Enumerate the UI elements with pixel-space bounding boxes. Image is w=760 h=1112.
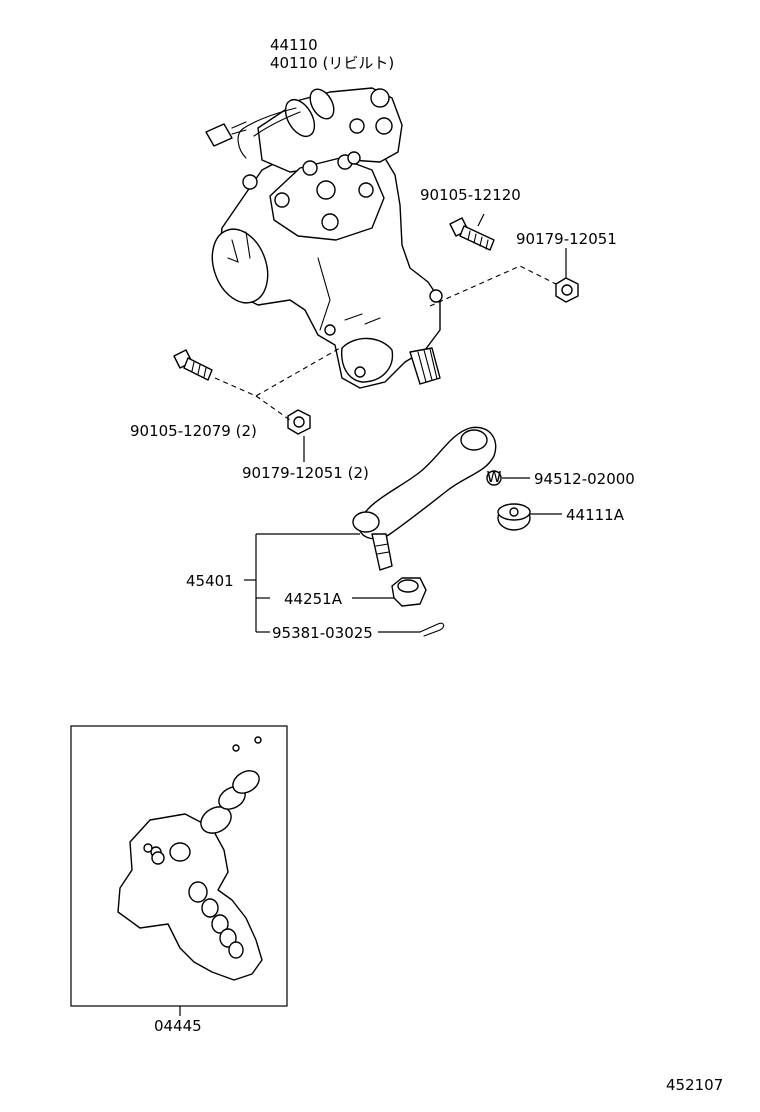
steering-gear-assembly — [205, 87, 443, 389]
label-04445: 04445 — [154, 1017, 202, 1035]
label-40110: 40110 (リビルト) — [270, 54, 394, 72]
label-44251A: 44251A — [284, 590, 343, 608]
label-95381-03025: 95381-03025 — [272, 624, 373, 642]
label-90105-12120: 90105-12120 — [420, 186, 521, 204]
label-44111A: 44111A — [566, 506, 625, 524]
nut-90179-12051 — [555, 277, 579, 303]
label-90105-12079: 90105-12079 (2) — [130, 422, 257, 440]
bolt-90105-12079 — [173, 349, 213, 381]
label-44110: 44110 — [270, 36, 318, 54]
leader-lines — [179, 213, 567, 1016]
dash-line-lower — [214, 347, 341, 421]
label-94512-02000: 94512-02000 — [534, 470, 635, 488]
bolt-90105-12120 — [449, 217, 495, 251]
gasket-kit-parts — [117, 736, 263, 981]
nut-44251A — [391, 577, 427, 607]
diagram-id: 452107 — [666, 1076, 723, 1094]
label-90179-12051-2: 90179-12051 (2) — [242, 464, 369, 482]
cotter-pin-95381-03025 — [419, 622, 445, 637]
nut-44111A — [497, 503, 531, 531]
washer-mark: W — [487, 468, 502, 486]
label-90179-12051: 90179-12051 — [516, 230, 617, 248]
gasket-kit-box — [70, 725, 288, 1007]
nut-90179-12051-2 — [287, 409, 311, 435]
washer-94512-02000: W — [486, 468, 502, 486]
label-45401: 45401 — [186, 572, 234, 590]
pitman-arm — [352, 426, 497, 571]
dash-line-upper — [429, 265, 557, 307]
